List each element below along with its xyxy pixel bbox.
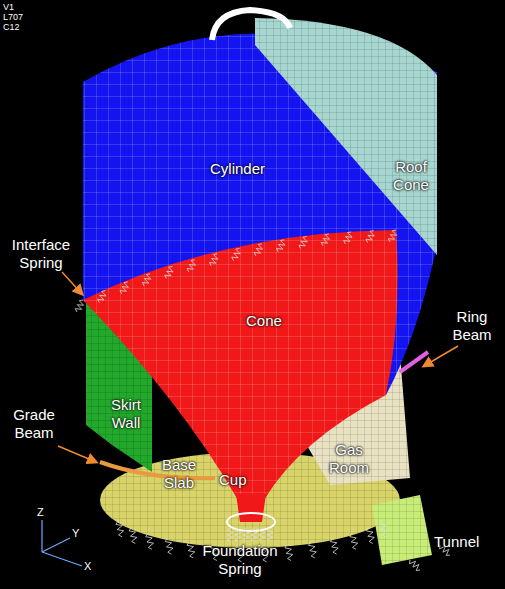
spring-symbol xyxy=(259,528,265,542)
spring-symbol xyxy=(235,528,241,542)
cup xyxy=(227,494,275,531)
spring-symbol xyxy=(277,240,285,252)
axis-label: Y xyxy=(72,527,79,539)
leader-line xyxy=(424,346,458,366)
spring-symbol xyxy=(366,527,374,543)
spring-symbol xyxy=(344,232,352,244)
spring-symbol xyxy=(116,521,124,537)
part-name: Interface Spring xyxy=(4,236,78,272)
model-info: V1 xyxy=(3,2,14,12)
part-name: Skirt Wall xyxy=(100,396,152,432)
spring-symbol xyxy=(129,527,137,543)
spring-symbol xyxy=(366,231,374,243)
spring-symbol xyxy=(350,533,358,549)
part-name: Cylinder xyxy=(210,160,265,178)
part-name: Ring Beam xyxy=(443,308,501,344)
spring-symbol xyxy=(75,300,83,312)
part-name: Roof Cone xyxy=(384,158,438,194)
spring-symbol xyxy=(187,542,195,558)
part-name: Cup xyxy=(219,471,247,489)
spring-symbol xyxy=(98,291,106,303)
spring-symbol xyxy=(410,560,421,571)
spring-symbol xyxy=(380,521,388,537)
leader-line xyxy=(62,272,82,294)
spring-symbol xyxy=(330,538,338,554)
spring-symbol xyxy=(309,542,317,558)
part-name: Cone xyxy=(246,312,282,330)
spring-symbol xyxy=(388,230,396,242)
part-name: Tunnel xyxy=(434,533,479,551)
spring-symbol xyxy=(142,274,150,286)
axis-label: Z xyxy=(37,506,44,518)
spring-symbol xyxy=(299,237,307,249)
axis-triad xyxy=(42,520,82,566)
spring-symbol xyxy=(254,244,262,256)
spring-symbol xyxy=(210,254,218,266)
model-info: L707 xyxy=(3,12,23,22)
spring-symbol xyxy=(267,528,273,542)
spring-symbol xyxy=(285,545,293,561)
cone xyxy=(83,230,398,500)
roof-cone xyxy=(255,18,437,255)
spring-symbol xyxy=(165,267,173,279)
grade-beam xyxy=(100,462,215,478)
spring-symbol xyxy=(321,234,329,246)
ring-beam xyxy=(400,352,428,372)
spring-symbol xyxy=(187,260,195,272)
spring-symbol xyxy=(227,528,233,542)
part-name: Grade Beam xyxy=(6,406,62,442)
spring-symbol xyxy=(165,538,173,554)
part-name: Foundation Spring xyxy=(190,542,290,578)
spring-symbol xyxy=(251,528,257,542)
axis-label: X xyxy=(84,560,91,572)
part-name: Base Slab xyxy=(154,456,204,492)
spring-symbol xyxy=(232,249,240,261)
tunnel xyxy=(372,495,432,565)
model-info: C12 xyxy=(3,22,20,32)
leader-line xyxy=(58,446,96,462)
spring-symbol xyxy=(243,528,249,542)
spring-symbols xyxy=(75,230,450,571)
part-name: Gas Room xyxy=(322,441,376,477)
spring-symbol xyxy=(146,533,154,549)
spring-symbol xyxy=(120,282,128,294)
roof-opening xyxy=(212,10,290,40)
